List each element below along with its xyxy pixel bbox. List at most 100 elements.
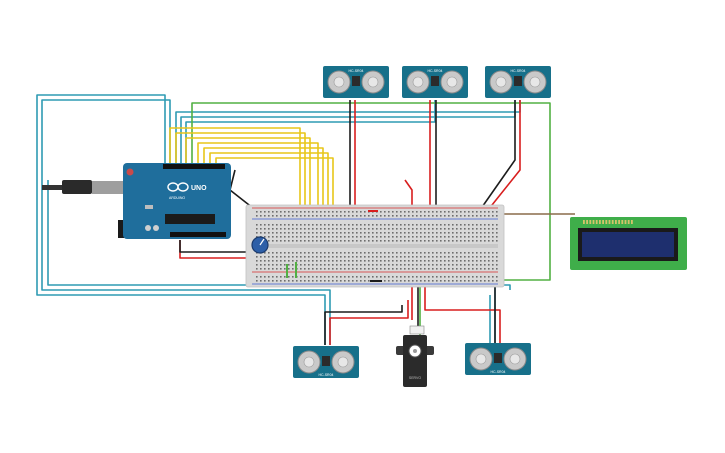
breadboard-hole bbox=[412, 252, 414, 254]
wire-yellow-3[interactable] bbox=[185, 137, 311, 248]
breadboard-hole bbox=[468, 211, 470, 213]
arduino-uno[interactable]: UNO ARDUINO bbox=[42, 163, 231, 239]
potentiometer[interactable] bbox=[251, 236, 269, 254]
breadboard-hole bbox=[356, 224, 358, 226]
breadboard-hole bbox=[320, 268, 322, 270]
breadboard-hole bbox=[468, 276, 470, 278]
breadboard-center-groove bbox=[252, 244, 498, 248]
wire-red-6[interactable] bbox=[329, 300, 409, 345]
ultrasonic-sensor-bottom-right[interactable]: HC-SR04 bbox=[465, 343, 531, 375]
breadboard-hole bbox=[492, 252, 494, 254]
breadboard-hole bbox=[256, 228, 258, 230]
breadboard-hole bbox=[472, 240, 474, 242]
wire-teal-1[interactable] bbox=[36, 94, 326, 345]
breadboard-hole bbox=[264, 215, 266, 217]
breadboard-hole bbox=[304, 240, 306, 242]
sensor-transmitter-center bbox=[333, 76, 345, 88]
breadboard-hole bbox=[276, 228, 278, 230]
sensor-transmitter-center bbox=[475, 353, 487, 365]
breadboard-hole bbox=[388, 236, 390, 238]
wire-black-5[interactable] bbox=[179, 240, 250, 253]
breadboard-hole bbox=[336, 264, 338, 266]
sensor-crystal bbox=[352, 76, 360, 86]
breadboard-hole bbox=[272, 232, 274, 234]
breadboard-hole bbox=[280, 264, 282, 266]
breadboard-hole bbox=[412, 224, 414, 226]
wire-teal-2[interactable] bbox=[41, 99, 331, 345]
breadboard-hole bbox=[384, 224, 386, 226]
breadboard-hole bbox=[464, 280, 466, 282]
ultrasonic-sensor-bottom-left[interactable]: HC-SR04 bbox=[293, 346, 359, 378]
wire-red-4[interactable] bbox=[179, 240, 248, 259]
wire-yellow-4[interactable] bbox=[197, 142, 319, 248]
wire-black-8[interactable] bbox=[324, 305, 403, 345]
servo-motor[interactable]: SERVO bbox=[396, 325, 434, 387]
breadboard-hole bbox=[340, 211, 342, 213]
breadboard-hole bbox=[468, 224, 470, 226]
breadboard-hole bbox=[416, 232, 418, 234]
breadboard-hole bbox=[420, 240, 422, 242]
breadboard-hole bbox=[464, 240, 466, 242]
breadboard-hole bbox=[352, 276, 354, 278]
breadboard-hole bbox=[416, 256, 418, 258]
breadboard-hole bbox=[424, 276, 426, 278]
ultrasonic-sensor-top-right[interactable]: HC-SR04 bbox=[485, 66, 551, 98]
breadboard-hole bbox=[332, 276, 334, 278]
reset-button[interactable] bbox=[126, 168, 134, 176]
breadboard-hole bbox=[444, 276, 446, 278]
breadboard-hole bbox=[392, 215, 394, 217]
breadboard-hole bbox=[436, 232, 438, 234]
sensor-crystal bbox=[322, 356, 330, 366]
breadboard-hole bbox=[288, 264, 290, 266]
wire-yellow-5[interactable] bbox=[203, 147, 324, 248]
breadboard-hole bbox=[304, 236, 306, 238]
breadboard-hole bbox=[256, 215, 258, 217]
wire-green-2[interactable] bbox=[419, 279, 500, 345]
breadboard-hole bbox=[432, 256, 434, 258]
breadboard-hole bbox=[352, 252, 354, 254]
breadboard-hole bbox=[292, 256, 294, 258]
lcd-display[interactable] bbox=[570, 217, 687, 270]
breadboard-hole bbox=[472, 268, 474, 270]
breadboard-hole bbox=[396, 264, 398, 266]
breadboard-hole bbox=[264, 211, 266, 213]
breadboard-hole bbox=[280, 228, 282, 230]
breadboard-hole bbox=[496, 228, 498, 230]
breadboard-hole bbox=[344, 211, 346, 213]
breadboard-hole bbox=[472, 236, 474, 238]
breadboard-hole bbox=[296, 236, 298, 238]
wire-yellow-2[interactable] bbox=[175, 132, 306, 248]
lcd-pin bbox=[599, 220, 601, 224]
breadboard-hole bbox=[324, 276, 326, 278]
breadboard-hole bbox=[312, 215, 314, 217]
breadboard-hole bbox=[488, 215, 490, 217]
breadboard-hole bbox=[492, 224, 494, 226]
breadboard-hole bbox=[456, 215, 458, 217]
wire-black-3[interactable] bbox=[479, 100, 516, 211]
breadboard-hole bbox=[332, 232, 334, 234]
breadboard-hole bbox=[480, 252, 482, 254]
breadboard-hole bbox=[308, 252, 310, 254]
breadboard-hole bbox=[496, 232, 498, 234]
breadboard-hole bbox=[352, 240, 354, 242]
breadboard-hole bbox=[308, 211, 310, 213]
breadboard-hole bbox=[480, 228, 482, 230]
breadboard-hole bbox=[304, 264, 306, 266]
ultrasonic-sensor-top-middle[interactable]: HC-SR04 bbox=[402, 66, 468, 98]
sensor-label: HC-SR04 bbox=[428, 69, 443, 73]
breadboard[interactable] bbox=[245, 204, 505, 288]
breadboard-hole bbox=[344, 276, 346, 278]
breadboard-hole bbox=[328, 240, 330, 242]
wire-green-1[interactable] bbox=[191, 102, 551, 281]
wire-yellow-1[interactable] bbox=[169, 127, 301, 248]
breadboard-hole bbox=[364, 211, 366, 213]
breadboard-hole bbox=[416, 276, 418, 278]
breadboard-hole bbox=[456, 228, 458, 230]
wire-yellow-6[interactable] bbox=[209, 152, 329, 248]
breadboard-hole bbox=[328, 276, 330, 278]
wire-red-3[interactable] bbox=[487, 100, 521, 211]
breadboard-hole bbox=[388, 256, 390, 258]
ultrasonic-sensor-top-left[interactable]: HC-SR04 bbox=[323, 66, 389, 98]
breadboard-hole bbox=[400, 280, 402, 282]
breadboard-hole bbox=[364, 240, 366, 242]
